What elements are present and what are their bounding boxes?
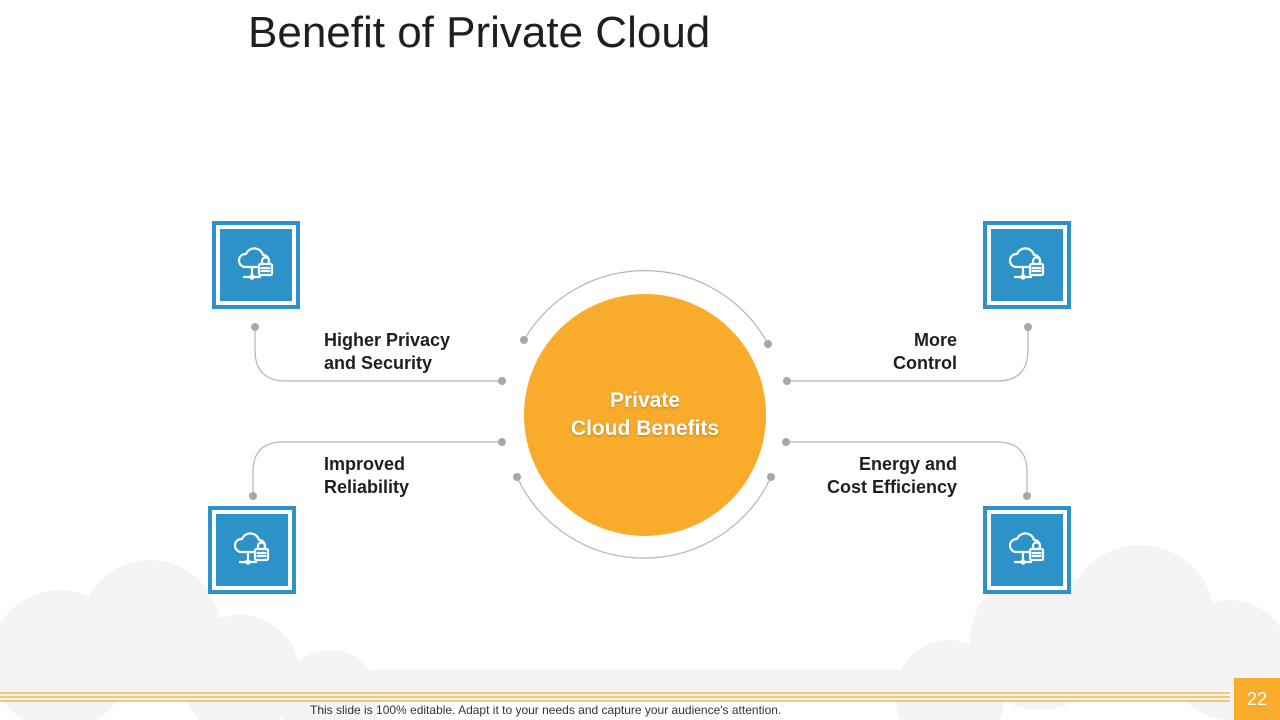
benefit-label-line1: Improved — [324, 454, 406, 474]
cloud-lock-icon — [237, 247, 274, 280]
footer-note: This slide is 100% editable. Adapt it to… — [310, 703, 782, 717]
cloud-lock-icon — [1008, 247, 1045, 280]
benefit-label-line1: Higher Privacy — [324, 330, 451, 350]
benefit-icon-box-top-left — [212, 221, 300, 309]
center-label-line2: Cloud Benefits — [570, 417, 720, 440]
benefit-label-line2: Control — [893, 353, 957, 373]
center-label-line1: Private — [609, 389, 681, 412]
benefit-label-higher-privacy: Higher Privacy and Security — [324, 329, 450, 375]
benefit-icon-box-bottom-left — [208, 506, 296, 594]
benefit-label-energy-cost: Energy and Cost Efficiency — [797, 453, 957, 499]
benefit-label-line1: More — [913, 330, 957, 350]
page-number: 22 — [1234, 678, 1280, 720]
benefit-label-line1: Energy and — [858, 454, 957, 474]
connector-top-right — [787, 327, 1029, 382]
bottom-arc — [516, 476, 772, 559]
benefit-label-more-control: More Control — [857, 329, 957, 375]
connector-bottom-right — [786, 441, 1028, 496]
benefit-label-improved-reliability: Improved Reliability — [324, 453, 409, 499]
center-circle: Private Cloud Benefits — [524, 294, 766, 536]
benefit-label-line2: and Security — [324, 353, 433, 373]
benefit-icon-box-top-right — [983, 221, 1071, 309]
benefit-icon-box-bottom-right — [983, 506, 1071, 594]
connector-bottom-left — [252, 441, 502, 496]
slide-title: Benefit of Private Cloud — [248, 8, 711, 57]
benefit-label-line2: Cost Efficiency — [826, 477, 957, 497]
cloud-lock-icon — [233, 532, 270, 565]
top-arc — [523, 270, 769, 345]
connector-top-left — [254, 327, 502, 382]
cloud-lock-icon — [1008, 532, 1045, 565]
benefit-label-line2: Reliability — [324, 477, 410, 497]
